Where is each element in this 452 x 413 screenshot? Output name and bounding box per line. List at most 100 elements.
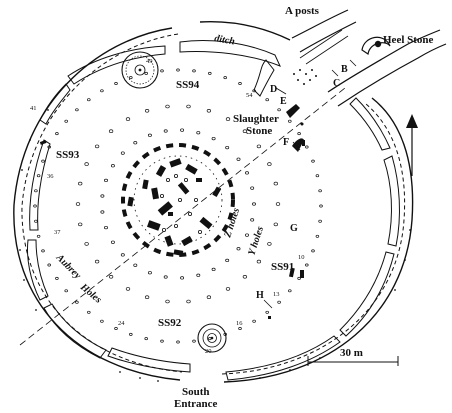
pointer-arrows	[263, 59, 357, 309]
hole-marker	[78, 181, 83, 186]
label-slaughter: Slaughter	[233, 113, 279, 125]
hole-marker	[211, 136, 216, 141]
aubrey-number: 16	[236, 320, 243, 327]
hole-marker	[104, 178, 108, 183]
hole-marker	[277, 300, 281, 304]
hole-marker	[311, 159, 315, 163]
aubrey-number: 41	[30, 105, 37, 112]
hole-marker	[163, 275, 168, 279]
label-holes: Holes	[77, 281, 103, 305]
hole-marker	[225, 145, 230, 150]
hole-marker	[129, 332, 133, 336]
hole-marker	[242, 129, 248, 133]
hole-marker	[144, 109, 150, 113]
label-y-holes: Y holes	[246, 225, 266, 257]
avenue	[291, 9, 447, 107]
heel-stone	[361, 36, 391, 56]
hole-marker	[208, 71, 212, 75]
hole-marker	[36, 234, 41, 238]
aubrey-number: 54	[246, 92, 253, 99]
hole-marker	[236, 247, 241, 251]
label-ditch: ditch	[213, 33, 236, 47]
outer-bank	[13, 20, 414, 383]
hole-marker	[297, 132, 301, 136]
hole-marker	[64, 119, 68, 123]
aubrey-number: 49	[146, 58, 153, 65]
bluestone-circle	[133, 155, 223, 245]
hole-marker	[47, 263, 51, 267]
label-entrance: Entrance	[174, 398, 218, 410]
hole-marker	[133, 263, 138, 267]
hole-marker	[311, 249, 315, 253]
hole-marker	[192, 339, 196, 343]
station-92	[197, 323, 227, 353]
hole-marker	[252, 202, 256, 206]
hole-marker	[238, 82, 242, 85]
label-ss93: SS93	[56, 149, 80, 161]
hole-marker	[318, 189, 322, 193]
y-holes	[75, 104, 281, 304]
hole-marker	[78, 222, 83, 227]
label-a-posts: A posts	[285, 5, 320, 17]
hole-marker	[147, 271, 152, 275]
hole-marker	[305, 263, 309, 267]
hole-marker	[94, 259, 100, 264]
hole-marker	[75, 202, 81, 206]
hole-marker	[305, 145, 309, 149]
hole-marker	[64, 289, 68, 293]
hole-marker	[120, 253, 125, 257]
perimeter-stones	[268, 140, 305, 319]
hole-marker	[206, 109, 212, 113]
hole-marker	[196, 273, 201, 277]
hole-marker	[206, 295, 212, 299]
hole-marker	[114, 82, 118, 85]
hole-marker	[75, 108, 79, 112]
hole-marker	[34, 219, 38, 223]
hole-marker	[165, 104, 170, 109]
aubrey-number: 13	[273, 291, 280, 298]
hole-marker	[297, 276, 301, 280]
aubrey-number: 20	[205, 348, 212, 355]
label-d: D	[270, 84, 277, 95]
hole-marker	[319, 204, 323, 208]
hole-marker	[250, 218, 255, 222]
hole-marker	[288, 289, 292, 293]
hole-marker	[225, 258, 230, 263]
hole-marker	[256, 259, 262, 264]
hole-marker	[288, 119, 292, 123]
hole-marker	[100, 210, 105, 214]
hole-marker	[36, 174, 41, 178]
ditch	[27, 40, 400, 381]
hole-marker	[87, 310, 91, 314]
hole-marker	[315, 234, 320, 238]
hole-marker	[84, 242, 89, 246]
aubrey-number: 37	[54, 229, 61, 236]
bank-stipple	[19, 109, 411, 382]
hole-marker	[192, 69, 196, 73]
hole-marker	[114, 327, 118, 330]
hole-marker	[225, 117, 231, 121]
hole-marker	[144, 71, 148, 75]
hole-marker	[176, 340, 180, 344]
label-e: E	[280, 96, 287, 107]
label-ss94: SS94	[176, 79, 200, 91]
hole-marker	[245, 233, 249, 237]
hole-marker	[223, 76, 227, 80]
label-south: South	[182, 386, 210, 398]
hole-marker	[242, 275, 248, 279]
label-h: H	[256, 290, 264, 301]
hole-marker	[256, 144, 262, 149]
hole-marker	[165, 299, 170, 304]
hole-marker	[100, 89, 104, 93]
hole-marker	[125, 117, 131, 121]
hole-marker	[236, 157, 241, 161]
hole-marker	[208, 337, 212, 341]
hole-marker	[33, 204, 37, 208]
hole-marker	[277, 108, 281, 112]
station-91	[289, 267, 295, 278]
hole-marker	[94, 144, 100, 149]
hole-marker	[252, 89, 256, 93]
hole-marker	[104, 225, 108, 230]
hole-marker	[273, 222, 278, 227]
